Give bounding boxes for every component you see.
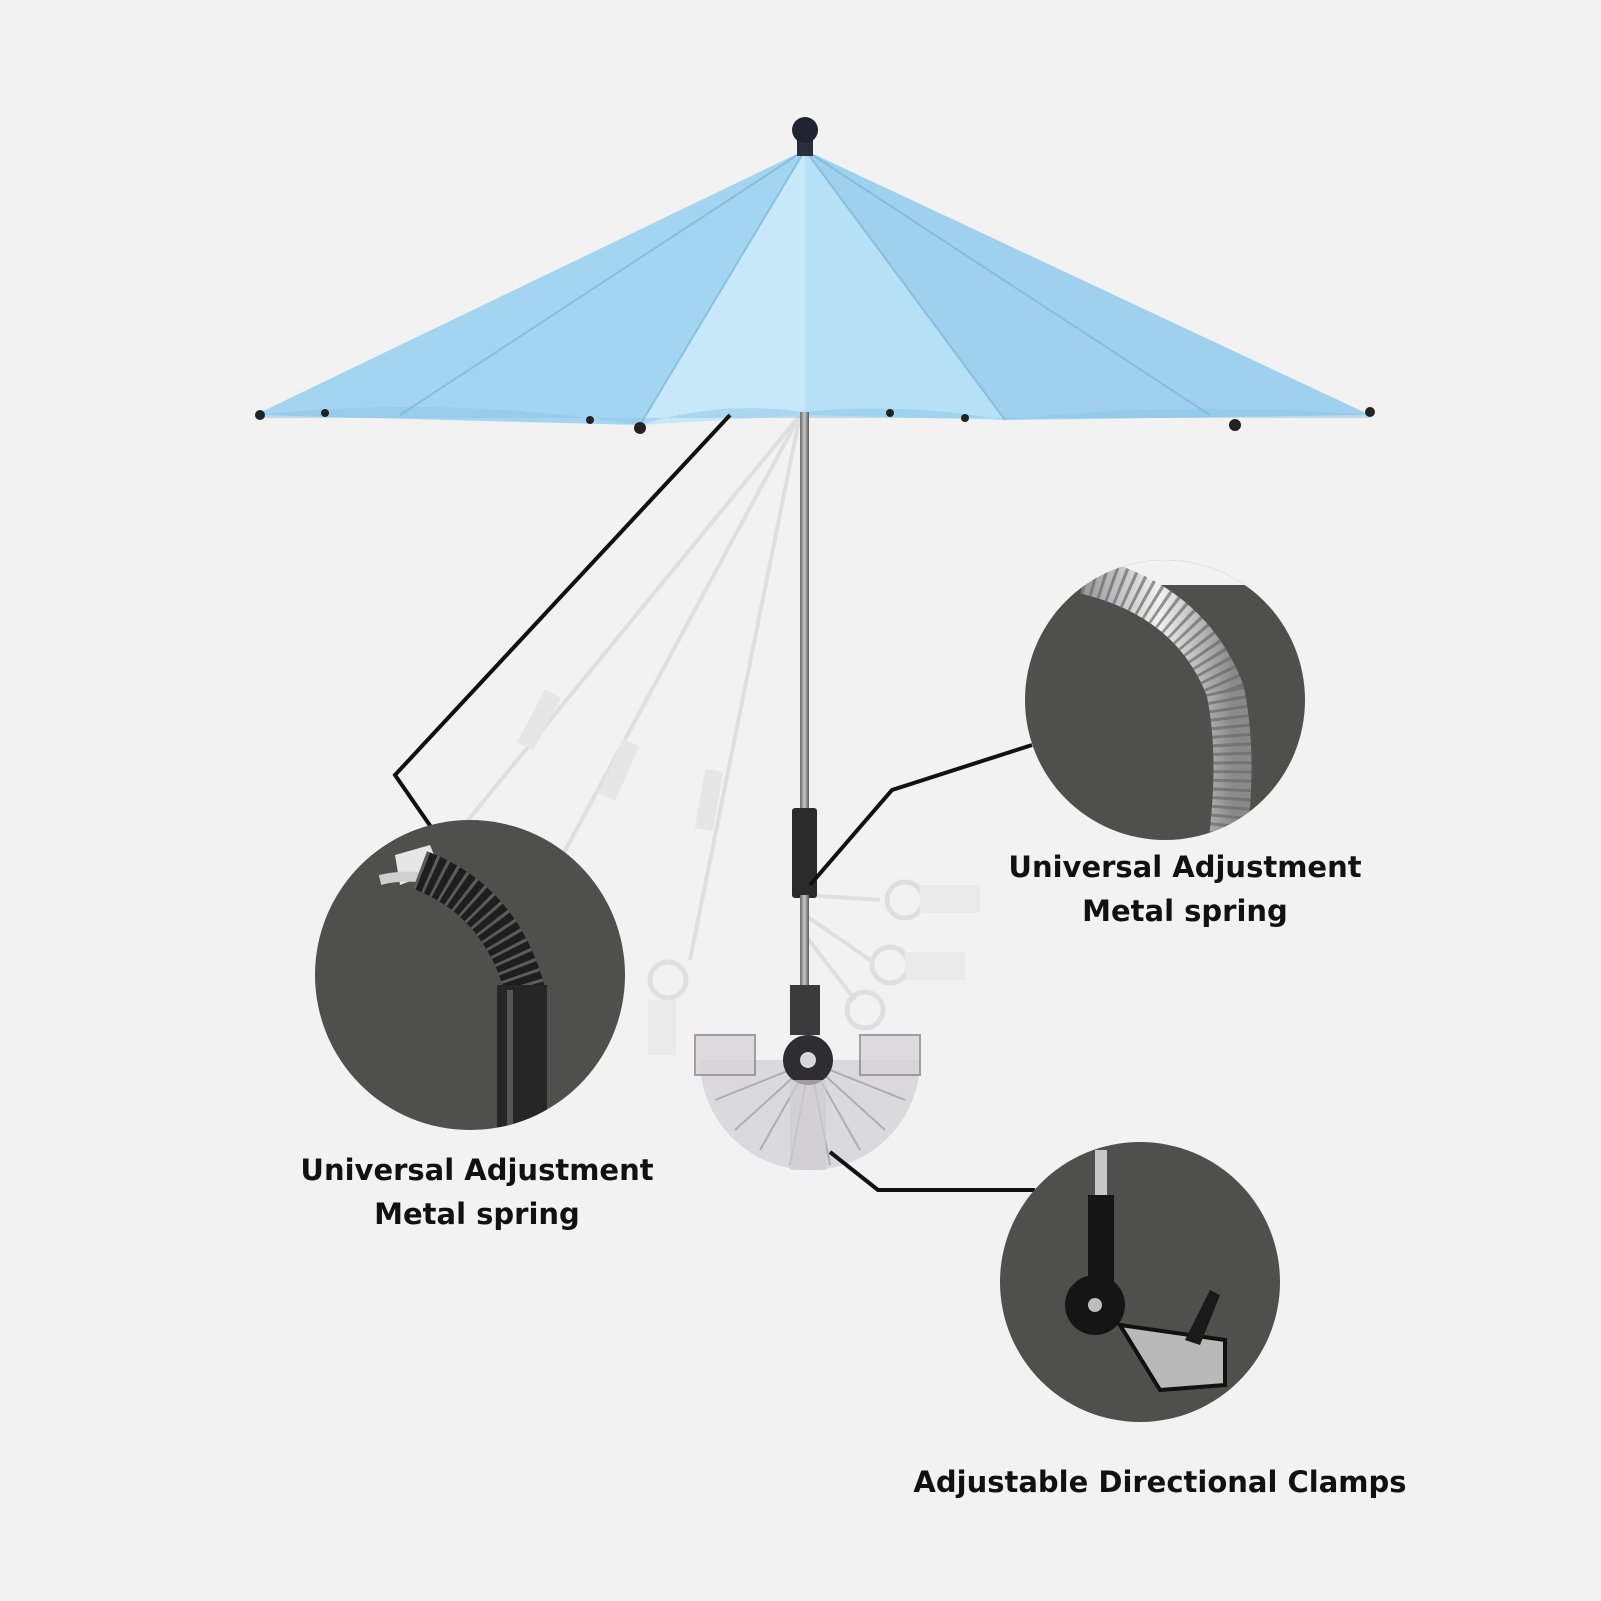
caption-top-right-line2: Metal spring [1082,894,1288,928]
tilt-range-ghosts [458,413,980,1055]
leader-line-left [392,413,732,842]
clamp-hub-icon [694,985,921,1170]
caption-left-line1: Universal Adjustment [300,1153,654,1187]
umbrella-canopy-icon [255,117,1375,434]
caption-bottom-right-line1: Adjustable Directional Clamps [913,1465,1407,1499]
spring-joint-closeup-icon [315,820,625,1130]
leader-lines [392,413,1035,1192]
spring-closeup-icon [1025,560,1305,840]
clamp-closeup-icon [1000,1142,1280,1422]
caption-left: Universal Adjustment Metal spring [292,1148,662,1236]
caption-bottom-right: Adjustable Directional Clamps [900,1460,1420,1504]
caption-left-line2: Metal spring [374,1197,580,1231]
leader-line-top-right [808,743,1033,887]
caption-top-right: Universal Adjustment Metal spring [1000,845,1370,933]
umbrella-pole [792,412,817,985]
leader-line-bottom-right [828,1150,1035,1192]
caption-top-right-line1: Universal Adjustment [1008,850,1362,884]
